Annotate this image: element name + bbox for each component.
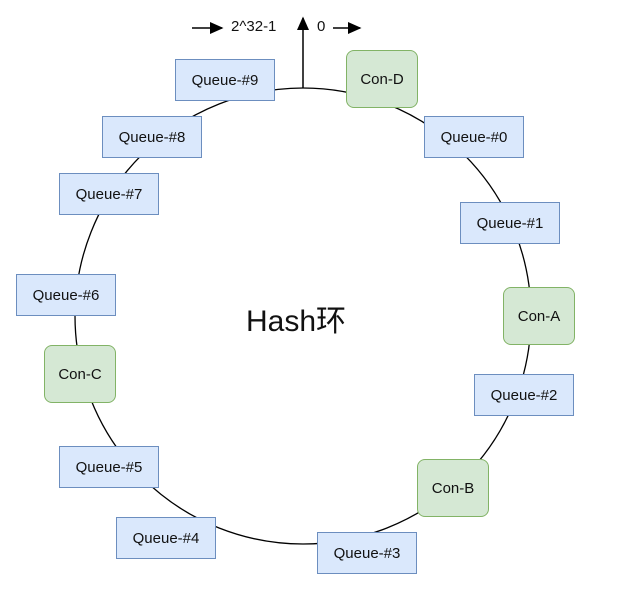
queue-4-node: Queue-#4 xyxy=(116,517,216,559)
queue-5-node: Queue-#5 xyxy=(59,446,159,488)
con-a-node: Con-A xyxy=(503,287,575,345)
queue-8-node: Queue-#8 xyxy=(102,116,202,158)
queue-0-node: Queue-#0 xyxy=(424,116,524,158)
zero-hash-label: 0 xyxy=(317,18,326,35)
ring-title: Hash环 xyxy=(246,305,347,338)
queue-6-node: Queue-#6 xyxy=(16,274,116,316)
queue-9-node: Queue-#9 xyxy=(175,59,275,101)
con-b-node: Con-B xyxy=(417,459,489,517)
queue-1-node: Queue-#1 xyxy=(460,202,560,244)
con-c-node: Con-C xyxy=(44,345,116,403)
queue-3-node: Queue-#3 xyxy=(317,532,417,574)
max-hash-label: 2^32-1 xyxy=(231,18,277,35)
con-d-node: Con-D xyxy=(346,50,418,108)
queue-2-node: Queue-#2 xyxy=(474,374,574,416)
queue-7-node: Queue-#7 xyxy=(59,173,159,215)
